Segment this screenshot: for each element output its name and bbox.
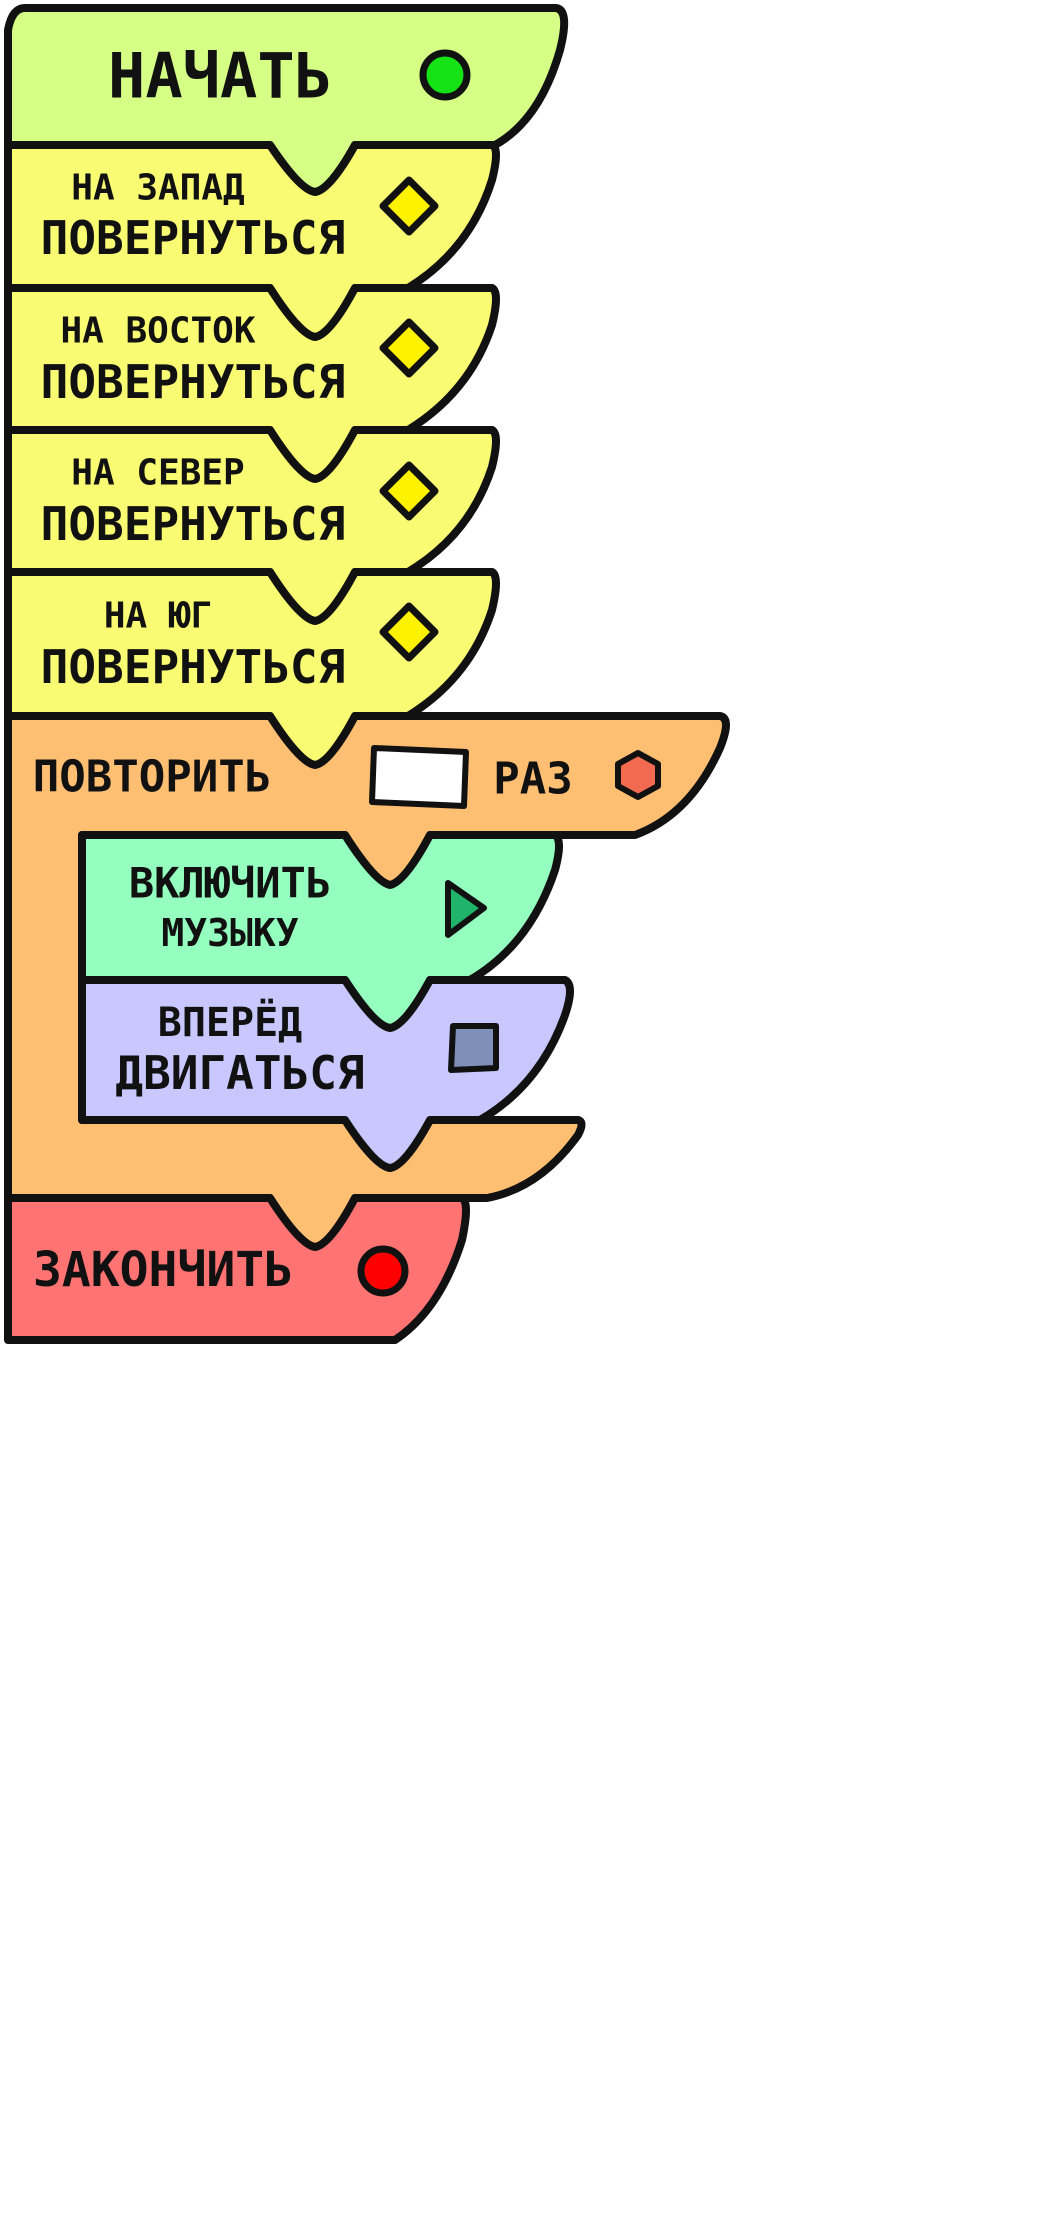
repeat-suffix-label: РАЗ [493, 754, 572, 805]
turn-north-block[interactable]: НА СЕВЕР ПОВЕРНУТЬСЯ [4, 426, 500, 625]
move-top-label: ВПЕРЁД [158, 998, 303, 1046]
turn-west-top-label: НА ЗАПАД [71, 168, 244, 209]
play-triangle-icon [445, 880, 487, 938]
red-circle-icon [357, 1245, 409, 1297]
end-block[interactable]: ЗАКОНЧИТЬ [4, 1194, 470, 1344]
turn-south-block[interactable]: НА ЮГ ПОВЕРНУТЬСЯ [4, 568, 500, 769]
turn-north-bottom-label: ПОВЕРНУТЬСЯ [41, 497, 346, 551]
repeat-block-label: ПОВТОРИТЬ [33, 752, 271, 803]
move-block-body [78, 976, 574, 1172]
turn-south-bottom-label: ПОВЕРНУТЬСЯ [41, 640, 346, 694]
repeat-count-input[interactable] [369, 745, 469, 809]
end-block-body [4, 1194, 470, 1344]
square-icon [448, 1023, 499, 1073]
move-bottom-label: ДВИГАТЬСЯ [115, 1046, 364, 1100]
turn-east-top-label: НА ВОСТОК [60, 311, 255, 352]
yellow-diamond-icon [379, 461, 439, 521]
turn-east-block[interactable]: НА ВОСТОК ПОВЕРНУТЬСЯ [4, 284, 500, 483]
start-block-label: НАЧАТЬ [108, 40, 332, 113]
turn-north-top-label: НА СЕВЕР [71, 453, 244, 494]
repeat-block[interactable]: ПОВТОРИТЬ РАЗ [4, 712, 730, 1251]
music-top-label: ВКЛЮЧИТЬ [129, 859, 331, 908]
green-circle-icon [419, 49, 471, 101]
hexagon-icon [615, 750, 661, 800]
move-block[interactable]: ВПЕРЁД ДВИГАТЬСЯ [78, 976, 574, 1172]
yellow-diamond-icon [379, 176, 439, 236]
yellow-diamond-icon [379, 318, 439, 378]
yellow-diamond-icon [379, 602, 439, 662]
turn-east-bottom-label: ПОВЕРНУТЬСЯ [41, 355, 346, 409]
end-block-label: ЗАКОНЧИТЬ [33, 1242, 293, 1298]
turn-south-top-label: НА ЮГ [104, 596, 212, 637]
turn-west-bottom-label: ПОВЕРНУТЬСЯ [41, 211, 346, 265]
turn-west-block[interactable]: НА ЗАПАД ПОВЕРНУТЬСЯ [4, 141, 500, 341]
start-block[interactable]: НАЧАТЬ [4, 4, 569, 196]
music-bottom-label: МУЗЫКУ [161, 911, 298, 955]
